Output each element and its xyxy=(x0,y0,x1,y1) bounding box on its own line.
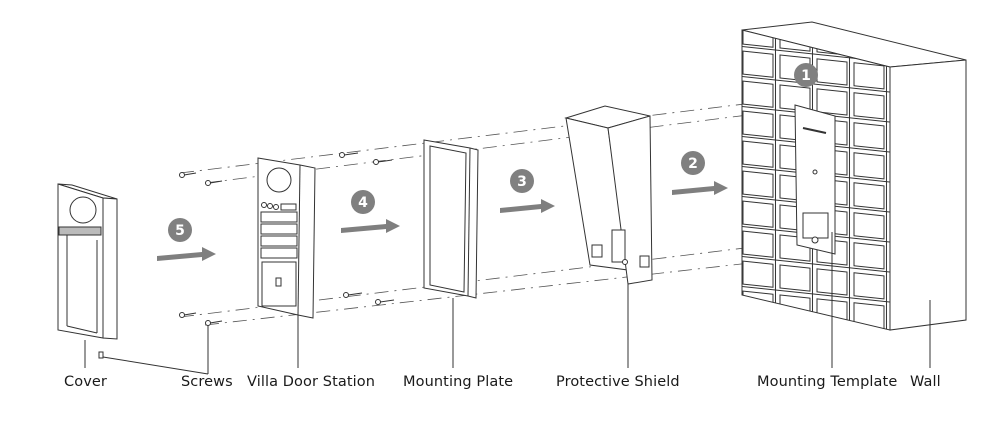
screw xyxy=(375,299,395,305)
cover-part xyxy=(57,183,209,375)
step-number: 3 xyxy=(517,174,527,190)
step-number: 4 xyxy=(358,195,368,211)
label-villa-door-station: Villa Door Station xyxy=(247,374,376,390)
arrow-icon-step-4 xyxy=(341,219,400,233)
step-number: 1 xyxy=(801,68,811,84)
step-badge-4: 4 xyxy=(351,190,375,214)
screws xyxy=(179,152,395,374)
arrow-icon-step-2 xyxy=(672,181,728,195)
mounting-plate-part xyxy=(423,139,479,368)
step-arrows xyxy=(157,181,728,261)
label-mounting-template: Mounting Template xyxy=(757,374,898,390)
step-badges: 1 2 3 4 5 xyxy=(168,63,818,242)
label-cover: Cover xyxy=(64,374,107,390)
screw xyxy=(179,312,197,318)
step-badge-2: 2 xyxy=(681,151,705,175)
screw xyxy=(205,320,223,326)
arrow-icon-step-5 xyxy=(157,247,216,261)
screw xyxy=(179,172,197,178)
label-mounting-plate: Mounting Plate xyxy=(403,374,514,390)
step-badge-5: 5 xyxy=(168,218,192,242)
screw xyxy=(339,152,359,158)
wall-part xyxy=(741,21,967,368)
protective-shield-part xyxy=(564,105,653,368)
label-protective-shield: Protective Shield xyxy=(556,374,680,390)
label-screws: Screws xyxy=(181,374,233,390)
screw xyxy=(205,180,223,186)
screw xyxy=(373,159,393,165)
label-wall: Wall xyxy=(910,374,941,390)
mounting-template-part xyxy=(794,104,836,368)
step-number: 5 xyxy=(175,223,185,239)
villa-door-station-part xyxy=(257,157,316,368)
screw xyxy=(343,292,363,298)
step-badge-3: 3 xyxy=(510,169,534,193)
step-number: 2 xyxy=(688,156,698,172)
step-badge-1: 1 xyxy=(794,63,818,87)
arrow-icon-step-3 xyxy=(500,199,555,213)
